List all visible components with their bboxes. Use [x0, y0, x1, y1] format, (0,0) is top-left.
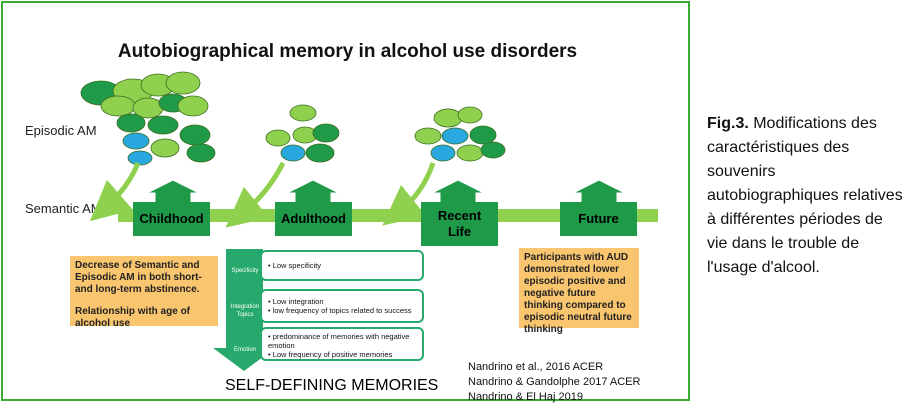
figure-caption: Fig.3. Modifications des caractéristique… [707, 112, 903, 280]
caption-text: Modifications des caractéristiques des s… [707, 115, 903, 276]
sdm-tag-emotion: Emotion [233, 347, 256, 353]
self-defining-down-arrow [213, 249, 275, 371]
sdm-row-integration-line-1: • Low integration [268, 297, 324, 306]
left-note-text-2: Relationship with age of alcohol use [75, 306, 191, 329]
reference-2: Nandrino & Gandolphe 2017 ACER [468, 376, 641, 388]
reference-1: Nandrino et al., 2016 ACER [468, 361, 604, 373]
adulthood-memory-cloud-cluster [265, 104, 340, 163]
caption-label: Fig.3. [707, 115, 749, 132]
left-note-box: Decrease of Semantic and Episodic AM in … [70, 256, 218, 329]
episodic-am-label: Episodic AM [25, 123, 97, 138]
period-box-adulthood: Adulthood [275, 202, 352, 236]
self-defining-memories-title: SELF-DEFINING MEMORIES [225, 377, 439, 394]
semantic-am-label: Semantic AM [25, 201, 102, 216]
sdm-row-emotion-line-2: • Low frequency of positive memories [268, 350, 393, 359]
right-note-box: Participants with AUD demonstrated lower… [519, 248, 639, 335]
recent-life-memory-cloud-cluster [414, 106, 506, 162]
sdm-row-emotion: • predominance of memories with negative… [260, 327, 424, 361]
semantic-timeline-bar [118, 209, 658, 222]
sdm-tag-integration: Integration Topics [230, 304, 260, 318]
sdm-row-specificity: • Low specificity [260, 250, 424, 281]
childhood-memory-cloud-cluster [80, 71, 216, 166]
period-box-recent-life: Recent Life [421, 202, 498, 246]
left-note-text-1: Decrease of Semantic and Episodic AM in … [75, 260, 202, 295]
childhood-arrow [89, 162, 141, 222]
figure-frame: Autobiographical memory in alcohol use d… [1, 1, 690, 403]
sdm-row-specificity-line-1: • Low specificity [268, 261, 322, 270]
sdm-row-integration-line-2: • low frequency of topics related to suc… [268, 306, 412, 315]
period-box-future: Future [560, 202, 637, 236]
figure-title: Autobiographical memory in alcohol use d… [117, 41, 578, 62]
period-label-recent-life: Recent Life [437, 208, 482, 239]
period-box-childhood: Childhood [133, 202, 210, 236]
sdm-tag-specificity: Specificity [231, 268, 259, 274]
reference-3: Nandrino & El Haj 2019 [468, 391, 583, 403]
sdm-row-emotion-line-1: • predominance of memories with negative… [268, 332, 410, 350]
sdm-row-integration: • Low integration • low frequency of top… [260, 289, 424, 323]
